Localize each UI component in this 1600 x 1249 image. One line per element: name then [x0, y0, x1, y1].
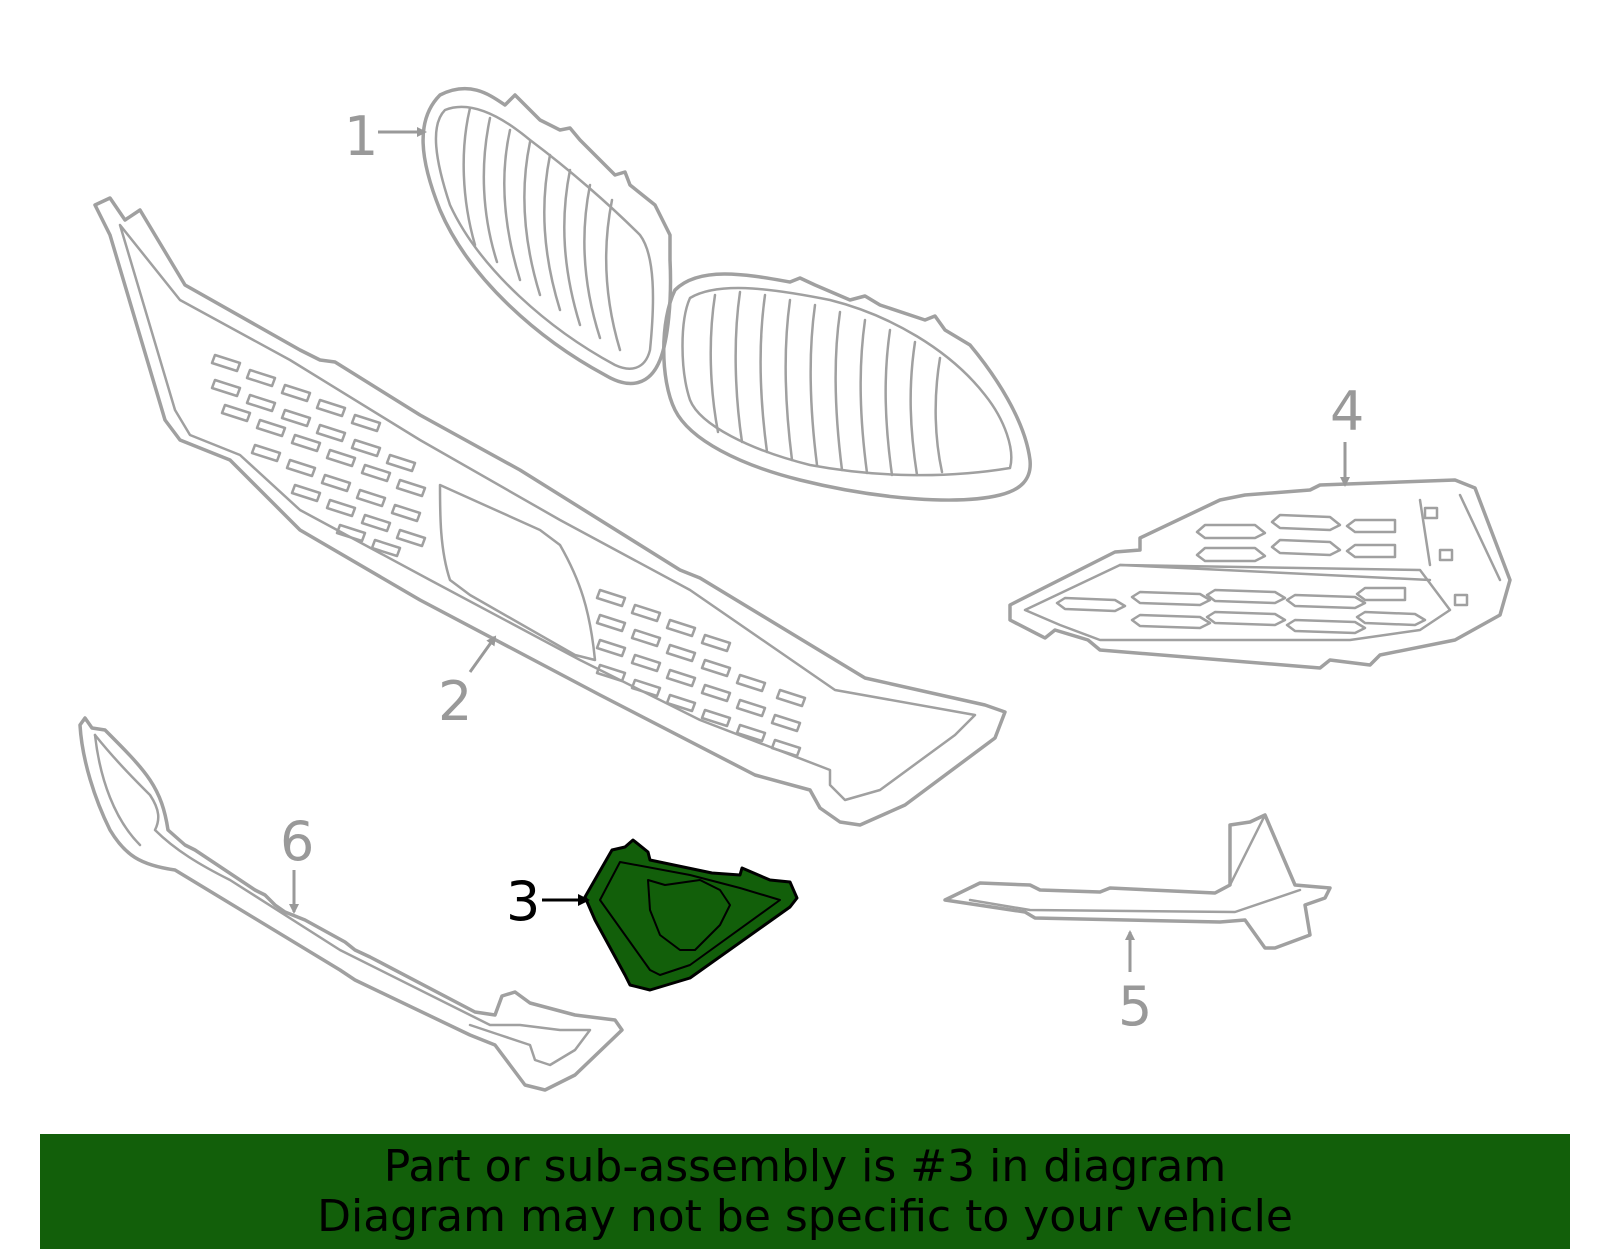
part-5-trim-strip [943, 813, 1332, 950]
callout-2: 2 [438, 635, 497, 733]
callout-1: 1 [344, 105, 427, 168]
part-3-highlighted-bracket [583, 838, 799, 992]
banner-line-2: Diagram may not be specific to your vehi… [317, 1191, 1293, 1242]
callout-3: 3 [506, 870, 590, 933]
callout-label-4: 4 [1330, 380, 1364, 443]
banner-line-1: Part or sub-assembly is #3 in diagram [383, 1141, 1227, 1192]
callout-6: 6 [280, 810, 314, 914]
part-4-side-grille [1008, 478, 1512, 670]
callout-5: 5 [1118, 930, 1152, 1038]
part-2-lower-grille [93, 196, 1007, 827]
callout-4: 4 [1330, 380, 1364, 487]
part-6-trim-strip [78, 716, 624, 1092]
callout-label-5: 5 [1118, 975, 1152, 1038]
callout-label-1: 1 [344, 105, 378, 168]
info-banner: Part or sub-assembly is #3 in diagram Di… [40, 1134, 1570, 1249]
callout-label-2: 2 [438, 670, 472, 733]
callout-label-6: 6 [280, 810, 314, 873]
part-1-kidney-grille [421, 86, 1032, 502]
callout-label-3: 3 [506, 870, 540, 933]
